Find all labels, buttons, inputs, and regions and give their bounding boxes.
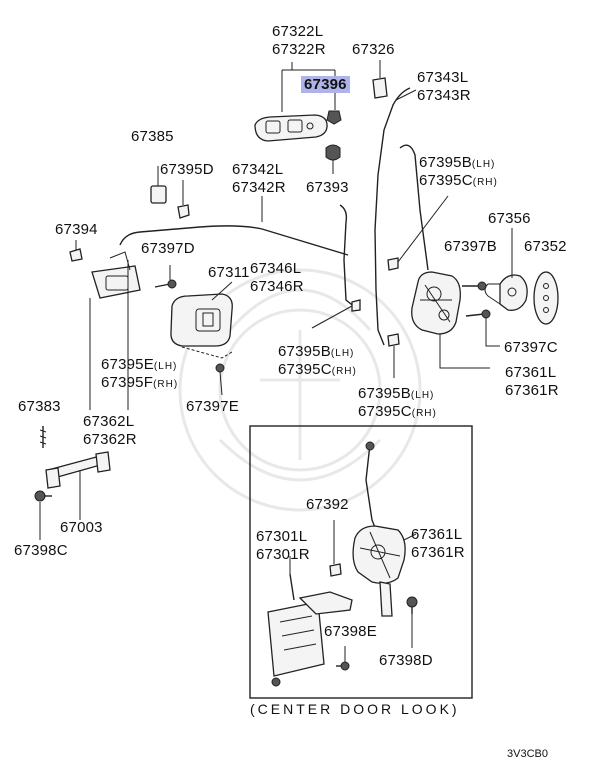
bolt-67398e — [336, 661, 350, 671]
label-67301r: 67301R — [256, 546, 310, 563]
center-door-latch — [352, 525, 406, 617]
label-67361r-center: 67361R — [411, 544, 465, 561]
label-67362l: 67362L — [83, 413, 135, 430]
label-67395c-rh-mid: 67395C(RH) — [278, 361, 357, 380]
label-67362r: 67362R — [83, 431, 137, 448]
label-67301l: 67301L — [256, 528, 308, 545]
nut-67396 — [326, 110, 342, 125]
label-67396-highlighted: 67396 — [301, 76, 350, 93]
center-door-caption: (CENTER DOOR LOOK) — [250, 701, 460, 717]
clip-67326 — [372, 77, 388, 99]
screw-67397e — [215, 363, 225, 373]
label-67385: 67385 — [131, 128, 174, 145]
label-67322l: 67322L — [272, 23, 324, 40]
label-67361l-top: 67361L — [505, 364, 557, 381]
label-67342l: 67342L — [232, 161, 284, 178]
label-67361r-top: 67361R — [505, 382, 559, 399]
rod-67342 — [119, 225, 349, 256]
label-67397e: 67397E — [186, 398, 239, 415]
bushing-67393 — [325, 144, 341, 161]
label-67311: 67311 — [208, 264, 250, 281]
part-number: 67395C — [419, 172, 473, 189]
latch-67361 — [411, 271, 461, 335]
door-check-67003 — [45, 451, 111, 489]
clip-67392 — [329, 563, 342, 577]
label-67395c-rh-low: 67395C(RH) — [358, 403, 437, 422]
label-67395b-lh-top: 67395B(LH) — [419, 154, 495, 173]
side-lh: (LH) — [330, 348, 355, 359]
striker-67356 — [484, 274, 528, 311]
label-67398e: 67398E — [324, 623, 377, 640]
label-67326: 67326 — [352, 41, 395, 58]
screw-67397b — [462, 281, 487, 291]
clip-67394 — [69, 248, 83, 262]
label-67397d: 67397D — [141, 240, 195, 257]
label-67383: 67383 — [18, 398, 61, 415]
side-lh: (LH) — [471, 159, 496, 170]
label-67392: 67392 — [306, 496, 349, 513]
watermark-emblem — [178, 268, 422, 512]
rod-67346 — [339, 204, 357, 309]
label-67343l: 67343L — [417, 69, 469, 86]
side-lh: (LH) — [153, 361, 178, 372]
label-67397b: 67397B — [444, 238, 497, 255]
screw-67397d — [154, 279, 177, 289]
label-67343r: 67343R — [417, 87, 471, 104]
label-67393: 67393 — [306, 179, 349, 196]
label-67395b-lh-low: 67395B(LH) — [358, 385, 434, 404]
inside-handle-67322 — [254, 114, 328, 142]
screw-67397c — [465, 309, 491, 319]
part-number: 67395E — [101, 356, 154, 373]
label-67395e-lh: 67395E(LH) — [101, 356, 177, 375]
diagram-code: 3V3CB0 — [507, 748, 548, 760]
bezel-67311 — [170, 293, 233, 347]
label-67003: 67003 — [60, 519, 103, 536]
label-67394: 67394 — [55, 221, 98, 238]
label-67398d: 67398D — [379, 652, 433, 669]
label-67361l-center: 67361L — [411, 526, 463, 543]
outside-handle-67362 — [91, 251, 141, 299]
label-67346l: 67346L — [250, 260, 302, 277]
clip-67395b-low — [387, 333, 400, 347]
label-67356: 67356 — [488, 210, 531, 227]
part-number: 67395F — [101, 374, 154, 391]
clip-67395d — [177, 204, 190, 219]
side-rh: (RH) — [331, 366, 357, 377]
part-number: 67395B — [358, 385, 411, 402]
label-67395b-lh-mid: 67395B(LH) — [278, 343, 354, 362]
label-67395c-rh-top: 67395C(RH) — [419, 172, 498, 191]
actuator-67301 — [267, 573, 353, 677]
label-67342r: 67342R — [232, 179, 286, 196]
part-number: 67395C — [358, 403, 412, 420]
lock-rod — [399, 144, 429, 271]
bolt-67398c — [34, 490, 52, 502]
label-67322r: 67322R — [272, 41, 326, 58]
clip-67395b-top — [387, 257, 399, 271]
part-number: 67395B — [419, 154, 472, 171]
bolt-67398d — [406, 596, 418, 614]
label-67346r: 67346R — [250, 278, 304, 295]
label-67395d: 67395D — [160, 161, 214, 178]
part-number: 67395C — [278, 361, 332, 378]
center-door-box — [249, 425, 473, 699]
clip-67395b-mid — [351, 299, 361, 312]
side-rh: (RH) — [153, 379, 179, 390]
label-67395f-rh: 67395F(RH) — [101, 374, 178, 393]
label-67352: 67352 — [524, 238, 567, 255]
label-67397c: 67397C — [504, 339, 558, 356]
label-67398c: 67398C — [14, 542, 68, 559]
side-rh: (RH) — [472, 177, 498, 188]
side-rh: (RH) — [411, 408, 437, 419]
shim-67352 — [533, 271, 559, 325]
side-lh: (LH) — [410, 390, 435, 401]
rod-67343 — [374, 87, 411, 346]
part-67385 — [150, 185, 167, 204]
part-number: 67395B — [278, 343, 331, 360]
bolt-67383 — [39, 426, 47, 448]
center-door-latch-rod — [365, 441, 381, 541]
